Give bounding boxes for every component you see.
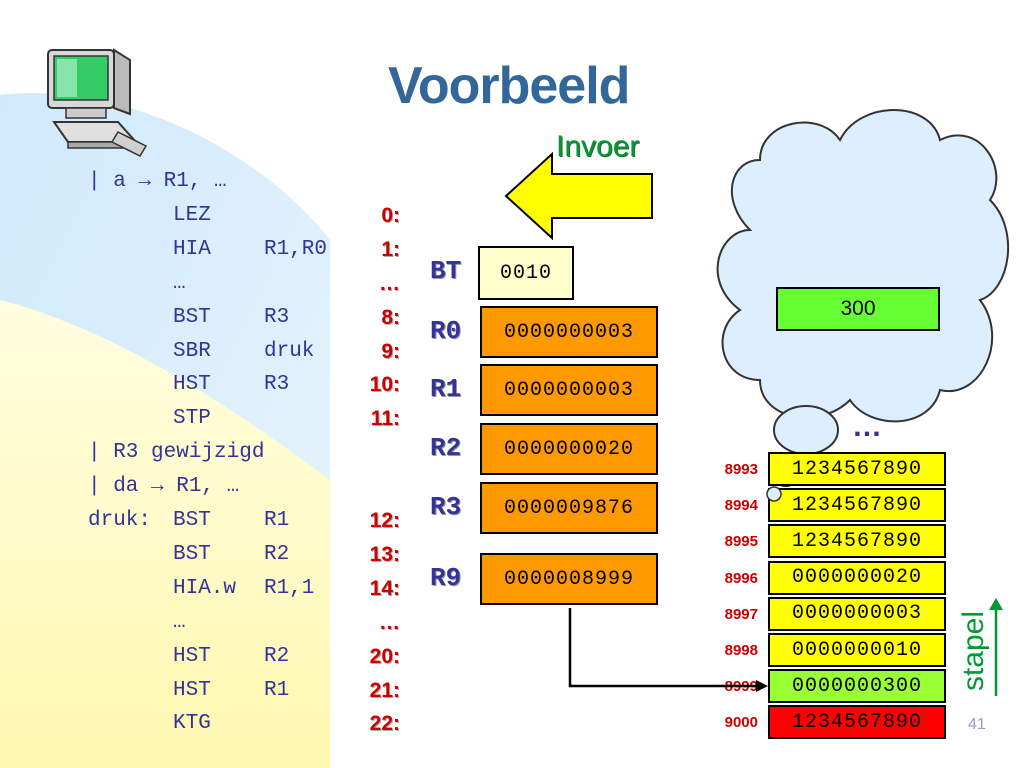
input-arrow	[504, 151, 653, 241]
code-line: | da → R1, …	[0, 473, 400, 507]
register-label: R0	[430, 316, 462, 346]
code-instruction: …	[173, 610, 186, 634]
code-line: 14: HIA.w R1,1	[0, 575, 400, 609]
code-instruction: HST	[173, 678, 211, 702]
memory-cell: 1234567890	[768, 524, 946, 559]
line-number: 8:	[381, 305, 400, 329]
slide-title: Voorbeeld	[388, 57, 630, 115]
register-label: R1	[430, 374, 462, 404]
stack-label-wrap: stapel	[944, 606, 1004, 696]
code-line: | R3 gewijzigd	[0, 439, 400, 473]
line-number: 22:	[369, 712, 400, 736]
code-instruction: HST	[173, 373, 211, 397]
code-line: 9: SBR druk	[0, 338, 400, 372]
code-operand: druk	[264, 339, 315, 363]
memory-cell: 1234567890	[768, 705, 946, 740]
r9-pointer-arrow	[568, 608, 768, 692]
code-instruction: STP	[173, 407, 211, 431]
code-instruction: BST	[173, 542, 211, 566]
line-number: …	[379, 610, 400, 634]
line-number: 0:	[381, 203, 400, 227]
memory-cell: 0000000003	[768, 596, 946, 631]
memory-cell: 1234567890	[768, 488, 946, 523]
code-instruction: BST	[173, 509, 211, 532]
code-line: 20: HST R2	[0, 643, 400, 677]
memory-address: 8994	[724, 497, 758, 515]
code-comment: | da → R1, …	[88, 475, 240, 499]
stack-label: stapel	[957, 610, 991, 692]
code-line: | a → R1, …	[0, 168, 400, 202]
computer-icon	[47, 48, 148, 157]
cloud-value-box: 300	[776, 287, 940, 331]
register-value: 0000000003	[480, 306, 658, 358]
code-label: druk:	[88, 509, 152, 532]
code-line: 10: HST R3	[0, 371, 400, 405]
line-number: 20:	[369, 644, 400, 668]
code-comment: | a → R1, …	[88, 170, 227, 193]
code-operand: R2	[264, 644, 290, 668]
code-instruction: HIA.w	[173, 576, 237, 600]
code-operand: R2	[264, 542, 290, 566]
memory-address: 8997	[724, 605, 758, 623]
memory-cell: 0000000300	[768, 669, 946, 704]
code-line: 1: HIA R1,R0	[0, 236, 400, 270]
memory-address: 8993	[724, 461, 758, 478]
memory-cell: 0000000020	[768, 560, 946, 595]
stack-direction-arrow	[989, 598, 1003, 696]
line-number: 9:	[381, 339, 400, 363]
code-line: 11: STP	[0, 405, 400, 439]
code-operand: R1,1	[264, 576, 315, 600]
code-operand: R1	[264, 509, 290, 532]
memory-address: 8995	[724, 533, 758, 551]
code-line: ……	[0, 270, 400, 304]
register-label: R9	[430, 563, 462, 593]
memory-cell: 0000000010	[768, 633, 946, 667]
register-label: R2	[430, 433, 462, 463]
code-instruction: KTG	[173, 712, 211, 736]
page-number: 41	[968, 716, 986, 733]
code-line: 22: KTG	[0, 710, 400, 744]
stack-ellipsis: …	[852, 410, 882, 443]
code-comment: | R3 gewijzigd	[88, 441, 265, 465]
code-line: 0: LEZ	[0, 202, 400, 236]
thought-bubble-dot	[766, 486, 782, 502]
code-operand: R3	[264, 305, 290, 329]
code-line: 8: BST R3	[0, 304, 400, 338]
code-instruction: HIA	[173, 237, 211, 261]
code-line: 12: druk: BST R1	[0, 507, 400, 541]
code-instruction: SBR	[173, 339, 211, 363]
input-label: Invoer	[556, 130, 640, 163]
code-instruction: …	[173, 271, 186, 295]
register-label: R3	[430, 492, 462, 522]
register-value: 0000009876	[480, 482, 658, 534]
code-instruction: LEZ	[173, 203, 211, 227]
register-value: 0000000020	[480, 423, 658, 475]
memory-cell: 1234567890	[768, 452, 946, 486]
code-operand: R1	[264, 678, 290, 702]
line-number: …	[379, 271, 400, 295]
register-value: 0000008999	[480, 553, 658, 605]
code-operand: R1,R0	[264, 237, 328, 261]
line-number: 21:	[369, 678, 400, 702]
line-number: 11:	[370, 407, 400, 431]
register-label: BT	[430, 256, 462, 286]
memory-address: 9000	[724, 714, 758, 732]
line-number: 10:	[369, 373, 400, 397]
line-number: 12:	[369, 509, 400, 532]
line-number: 14:	[369, 576, 400, 600]
register-value: 0010	[478, 246, 574, 300]
line-number: 1:	[381, 237, 400, 261]
code-line: 21: HST R1	[0, 677, 400, 711]
memory-address: 8998	[724, 642, 758, 659]
code-instruction: BST	[173, 305, 211, 329]
code-instruction: HST	[173, 644, 211, 668]
code-operand: R3	[264, 373, 290, 397]
code-line: 13: BST R2	[0, 541, 400, 575]
line-number: 13:	[369, 542, 400, 566]
code-line: ……	[0, 609, 400, 643]
memory-address: 8996	[724, 569, 758, 587]
register-value: 0000000003	[480, 364, 658, 416]
